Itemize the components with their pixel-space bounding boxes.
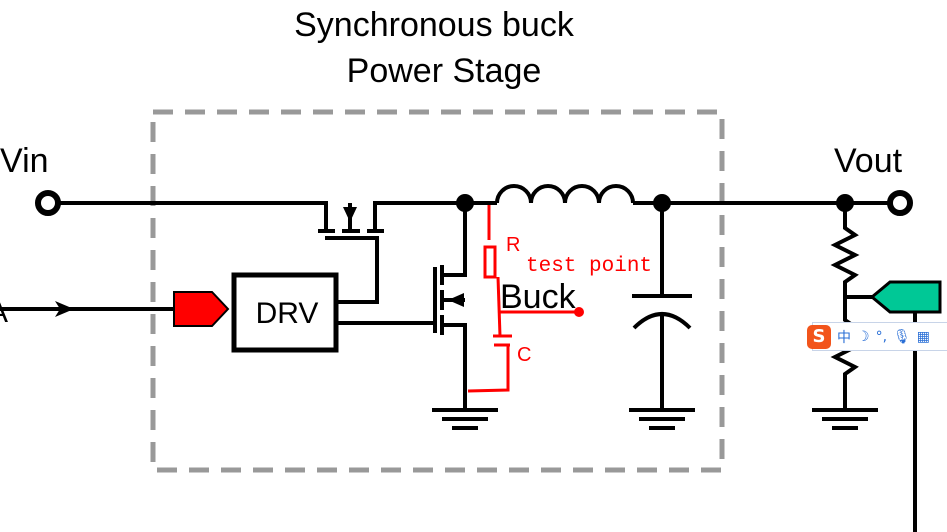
wires [0,184,917,532]
driver-block [231,272,339,353]
snubber-annotation [467,205,578,393]
feedback-divider [830,203,860,410]
ime-toolbar[interactable]: S 中 ☽ °, 🎙 ▦ [807,322,947,351]
test-point-label: test point [526,255,652,278]
input-tag [173,291,230,327]
lowside-arrow [448,293,464,307]
body-diode-arrow [343,207,357,222]
vout-label: Vout [834,142,903,180]
input-label: A [0,296,8,329]
mic-icon[interactable]: 🎙 [893,328,911,345]
vin-label: Vin [0,142,49,180]
test-point-dot [574,307,584,317]
title-line1: Synchronous buck [294,6,575,44]
switch-node-dot [456,194,474,212]
annotation-c: C [517,344,531,366]
buck-label: Buck [500,278,577,316]
vout-node-dot [836,194,854,212]
ime-logo-icon[interactable]: S [807,324,831,349]
driver-label: DRV [256,297,319,330]
inductor [495,184,635,204]
title-line2: Power Stage [347,52,542,90]
input-arrow [55,301,74,317]
vin-terminal [35,190,61,216]
ime-mode-button[interactable]: 中 [837,329,851,346]
power-stage-boundary [150,109,725,473]
ime-moon-icon[interactable]: ☽ [857,328,870,345]
ime-punct-button[interactable]: °, [875,328,888,345]
annotation-r: R [506,234,520,256]
vout-terminal [887,190,913,216]
output-node-dot [653,194,671,212]
keyboard-icon[interactable]: ▦ [916,328,931,345]
output-tag [869,280,942,314]
